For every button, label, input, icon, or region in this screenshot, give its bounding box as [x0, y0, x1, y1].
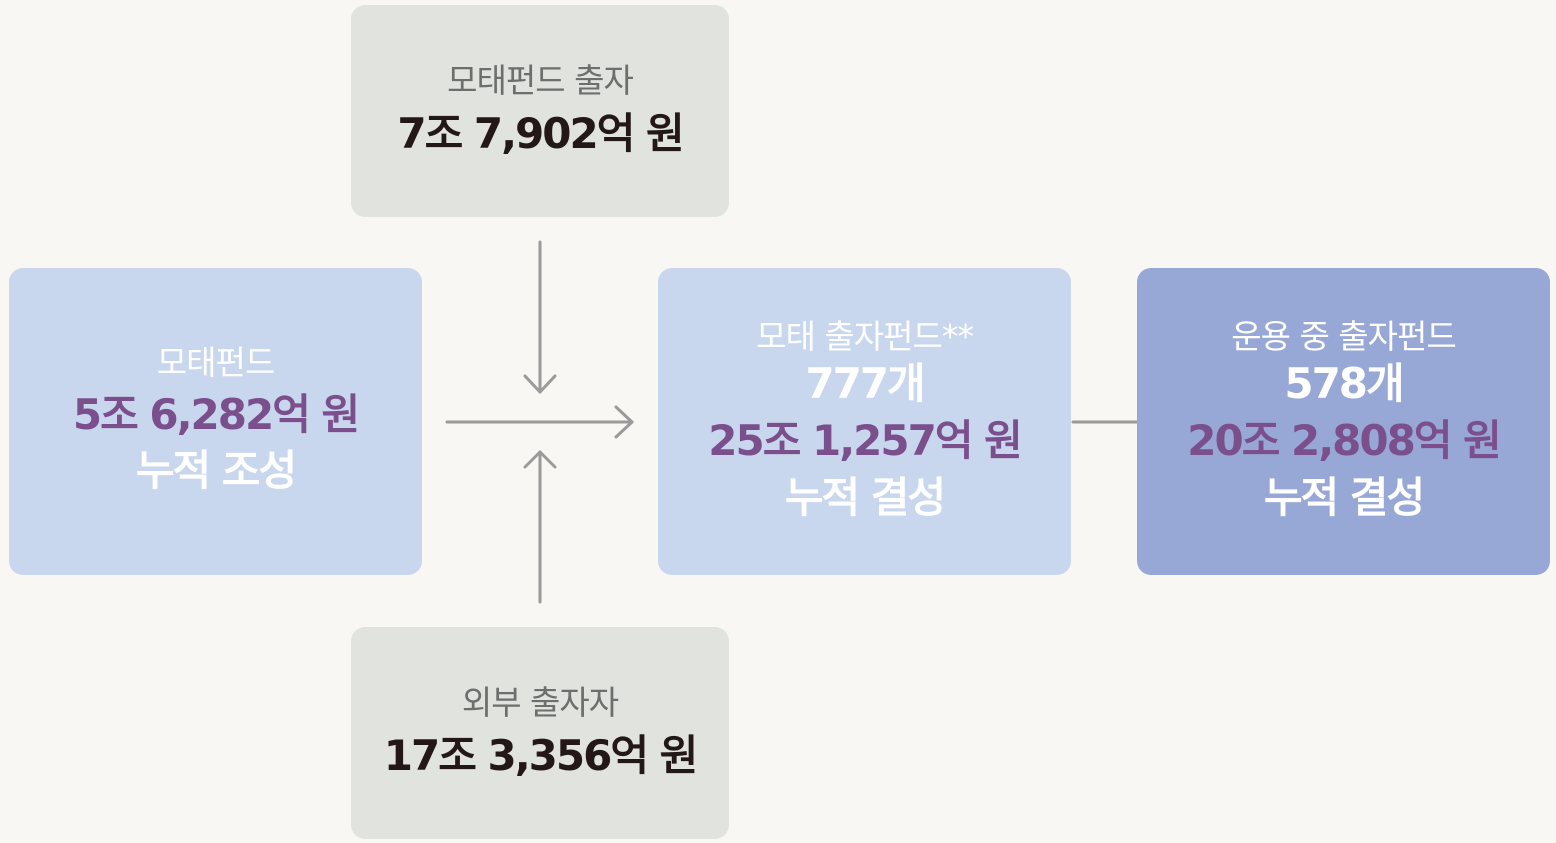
mother-fund-box: 모태펀드 5조 6,282억 원 누적 조성	[9, 268, 422, 575]
arrow-right-icon	[614, 405, 634, 439]
arrow-down-icon	[523, 374, 557, 394]
operating-funds-label: 운용 중 출자펀드	[1231, 316, 1456, 356]
invested-funds-label: 모태 출자펀드**	[756, 316, 974, 356]
arrow-up-icon	[523, 450, 557, 469]
invested-funds-amount: 25조 1,257억 원	[708, 415, 1022, 465]
operating-funds-amount: 20조 2,808억 원	[1187, 415, 1501, 465]
operating-funds-box: 운용 중 출자펀드 578개 20조 2,808억 원 누적 결성	[1137, 268, 1550, 575]
mother-fund-label: 모태펀드	[156, 343, 275, 383]
external-investors-label: 외부 출자자	[461, 682, 619, 722]
invested-funds-note: 누적 결성	[784, 472, 946, 522]
mother-fund-contribution-amount: 7조 7,902억 원	[397, 108, 684, 158]
invested-funds-count: 777개	[805, 359, 925, 409]
operating-funds-note: 누적 결성	[1263, 472, 1425, 522]
external-investors-box: 외부 출자자 17조 3,356억 원	[351, 627, 729, 839]
operating-funds-count: 578개	[1284, 359, 1404, 409]
mother-fund-contribution-label: 모태펀드 출자	[447, 60, 634, 100]
mother-fund-note: 누적 조성	[135, 446, 297, 496]
mother-fund-amount: 5조 6,282억 원	[72, 389, 360, 439]
invested-funds-box: 모태 출자펀드** 777개 25조 1,257억 원 누적 결성	[658, 268, 1071, 575]
mother-fund-contribution-box: 모태펀드 출자 7조 7,902억 원	[351, 5, 729, 217]
external-investors-amount: 17조 3,356억 원	[383, 730, 698, 780]
